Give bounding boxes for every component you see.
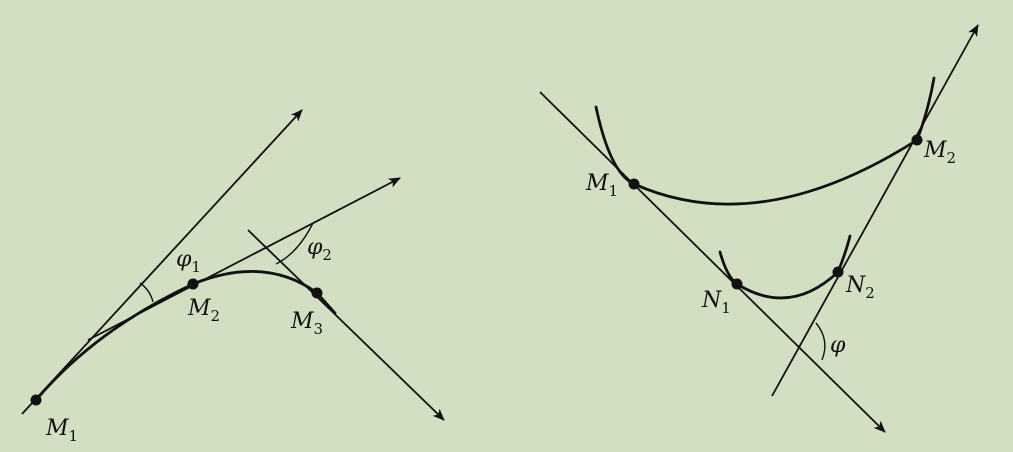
tangent-line-m1-n1 [539, 91, 886, 433]
label-m2-left: M2 [187, 296, 220, 325]
label-m2-right: M2 [923, 138, 956, 167]
angle-arc-phi2 [275, 222, 314, 265]
right-figure: M1 M2 N1 N2 φ [539, 24, 979, 433]
tangent-line-n2-m2 [771, 24, 979, 397]
label-m1-right: M1 [585, 171, 618, 200]
angle-arc-phi1 [139, 282, 154, 303]
point-m3 [311, 287, 323, 299]
point-m1 [30, 394, 42, 406]
label-m3-left: M3 [290, 309, 323, 338]
label-n2: N2 [845, 273, 875, 302]
label-phi1: φ1 [176, 247, 201, 276]
tangent-line-m1 [21, 109, 303, 415]
left-figure: M1 M2 M3 φ1 φ2 [21, 109, 445, 445]
point-m2-right [911, 134, 923, 146]
label-n1: N1 [701, 288, 731, 317]
point-n2 [832, 266, 844, 278]
label-m1-left: M1 [45, 416, 78, 445]
curve-arc-lower [718, 234, 852, 300]
label-phi: φ [830, 333, 846, 358]
point-n1 [731, 278, 743, 290]
point-m2 [187, 278, 199, 290]
tangent-line-m3 [247, 229, 445, 421]
curve-arc-upper [594, 76, 936, 206]
point-m1-right [628, 178, 640, 190]
curve-arc-left [34, 270, 337, 402]
label-phi2: φ2 [307, 235, 332, 264]
angle-arc-phi [815, 322, 826, 361]
